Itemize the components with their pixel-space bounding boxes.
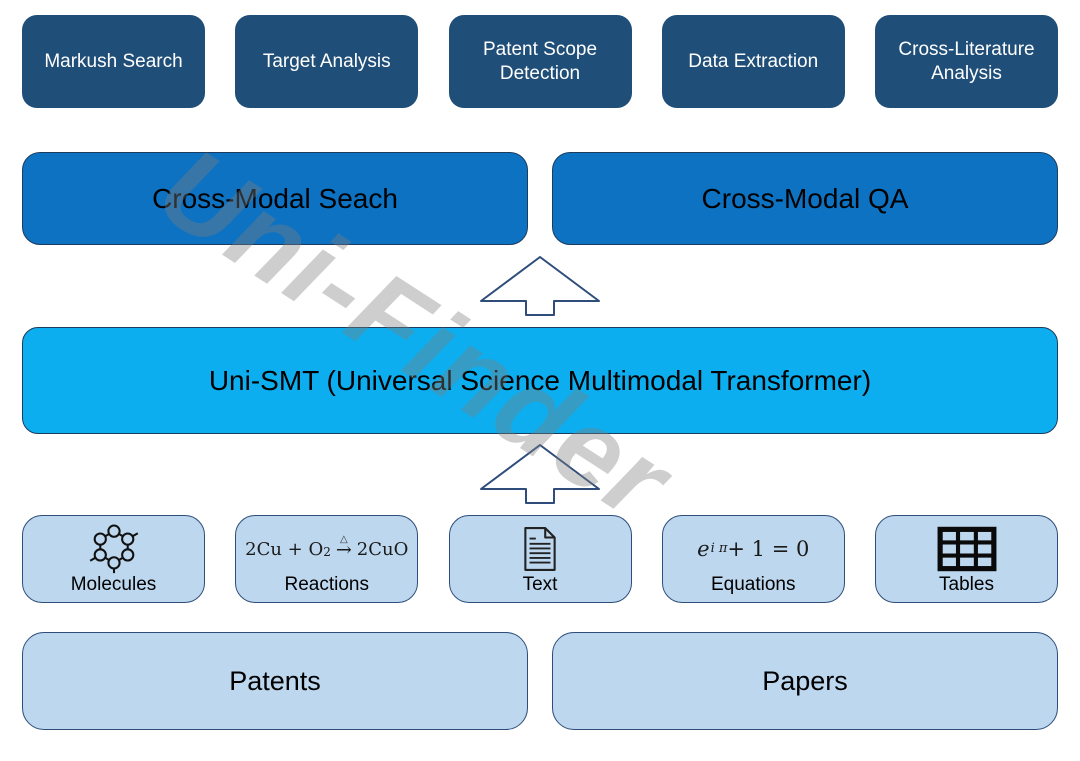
modality-label: Equations (710, 574, 796, 596)
modality-label: Text (522, 574, 558, 596)
modality-box-molecules: Molecules (22, 515, 205, 603)
modality-label: Reactions (284, 574, 370, 596)
task-box-data-extraction: Data Extraction (661, 15, 845, 108)
task-label: Target Analysis (262, 50, 391, 72)
up-arrow-icon (480, 256, 600, 316)
up-arrow-icon (480, 444, 600, 504)
capability-label: Cross-Modal Seach (152, 182, 398, 214)
reaction-subscript: 2 (323, 545, 331, 560)
tasks-row: Markush Search Target Analysis Patent Sc… (0, 15, 1080, 108)
reaction-rhs: 2CuO (356, 538, 409, 560)
model-box-uni-smt: Uni-SMT (Universal Science Multimodal Tr… (22, 327, 1058, 434)
up-arrow-bottom (0, 443, 1080, 505)
capability-label: Cross-Modal QA (701, 182, 909, 214)
task-label: Markush Search (44, 50, 183, 72)
task-box-target-analysis: Target Analysis (235, 15, 419, 108)
reaction-arrow: △ → (335, 533, 352, 561)
up-arrow-top (0, 255, 1080, 317)
capabilities-row: Cross-Modal Seach Cross-Modal QA (0, 152, 1080, 245)
table-icon-area (880, 523, 1053, 575)
source-box-patents: Patents (22, 632, 528, 730)
task-box-markush-search: Markush Search (22, 15, 205, 108)
capability-box-cross-modal-qa: Cross-Modal QA (552, 152, 1058, 245)
source-box-papers: Papers (552, 632, 1058, 730)
sources-row: Patents Papers (0, 632, 1080, 730)
document-icon (524, 527, 556, 572)
table-icon (937, 526, 996, 572)
task-label: Data Extraction (688, 50, 819, 72)
reaction-lhs: 2Cu + O (245, 538, 324, 560)
task-label: Patent Scope Detection (482, 38, 598, 84)
right-arrow-symbol: → (335, 538, 352, 561)
delta-symbol: △ (339, 533, 348, 545)
task-box-patent-scope-detection: Patent Scope Detection (448, 15, 632, 108)
molecule-icon-area (27, 519, 200, 575)
source-label: Papers (762, 665, 848, 696)
model-label: Uni-SMT (Universal Science Multimodal Tr… (208, 364, 872, 396)
task-box-cross-literature-analysis: Cross-Literature Analysis (875, 15, 1058, 108)
equation-superscript: i π (710, 540, 728, 556)
modality-label: Tables (939, 574, 994, 596)
equation-base: e (697, 537, 710, 562)
modality-box-tables: Tables (875, 515, 1058, 603)
capability-box-cross-modal-search: Cross-Modal Seach (22, 152, 528, 245)
architecture-diagram: Markush Search Target Analysis Patent Sc… (0, 15, 1080, 761)
equation-rest: + 1 = 0 (727, 537, 810, 562)
task-label: Cross-Literature Analysis (898, 38, 1035, 84)
document-icon-area (454, 523, 627, 575)
modality-label: Molecules (70, 574, 157, 596)
model-row: Uni-SMT (Universal Science Multimodal Tr… (0, 327, 1080, 434)
molecule-icon (89, 524, 138, 574)
modality-box-text: Text (448, 515, 632, 603)
source-label: Patents (229, 665, 321, 696)
